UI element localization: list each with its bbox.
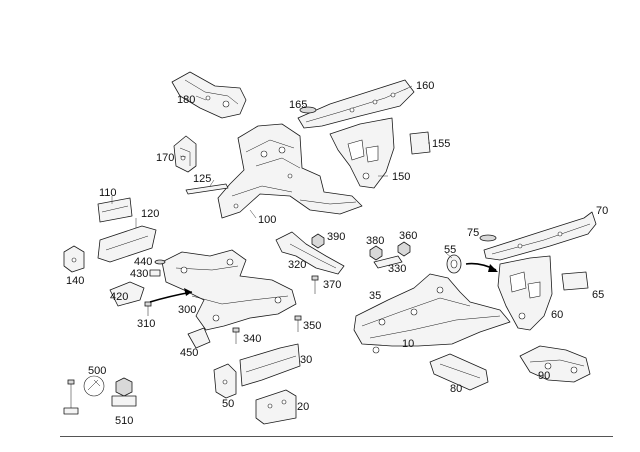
part-90-bracket-assembly [519,345,591,383]
part-330-bracket [373,255,403,269]
part-510-nut [111,377,137,407]
part-60-wheelhouse-panel [497,255,553,331]
part-50-bracket [213,363,237,399]
part-75-washer [479,234,497,242]
callout-110: 110 [99,187,117,199]
callout-80: 80 [450,383,463,395]
part-55-mount [446,254,462,274]
callout-310: 310 [137,318,156,330]
callout-90: 90 [538,370,551,382]
bottom-rule [60,436,613,437]
callout-155: 155 [432,138,451,150]
callout-320: 320 [288,259,307,271]
part-100-front-structure [217,123,363,219]
part-140-bracket [63,245,85,273]
part-180-bracket [171,71,247,119]
callout-20: 20 [297,401,310,413]
callout-10: 10 [402,338,415,350]
leader-lines [111,85,453,259]
callout-140: 140 [66,275,85,287]
callout-500: 500 [88,365,107,377]
part-350-bolt [294,315,302,332]
callout-125: 125 [193,173,212,185]
part-320-crossmember [275,231,345,275]
part-300-subframe [161,249,297,331]
part-340-bolt [232,327,240,344]
part-440-washer [154,259,166,265]
part-310-bolt [144,301,152,316]
callout-120: 120 [141,208,160,220]
callout-35: 35 [369,290,382,302]
callout-330: 330 [388,263,407,275]
part-420-bracket [109,281,145,307]
part-30-panel [239,343,301,387]
part-70-rail [483,211,597,261]
part-150-wheelhouse-panel [329,117,395,189]
part-430-clip [149,269,161,277]
callout-430: 430 [130,268,149,280]
part-360-nut [397,241,411,257]
callout-350: 350 [303,320,322,332]
callout-420: 420 [110,291,129,303]
callout-60: 60 [551,309,564,321]
callout-360: 360 [399,230,418,242]
callout-50: 50 [222,398,235,410]
callout-55: 55 [444,244,457,256]
callout-510: 510 [115,415,134,427]
callout-440: 440 [134,256,153,268]
callout-100: 100 [258,214,277,226]
part-390-nut [311,233,325,249]
callout-30: 30 [300,354,313,366]
part-20-plate [255,389,297,425]
callout-150: 150 [392,171,411,183]
arrow-head-subframe [184,288,192,296]
callout-160: 160 [416,80,435,92]
part-120-panel [97,225,157,263]
part-155-plate [409,131,431,155]
part-125-rod [185,183,229,195]
part-65-plate [561,271,589,291]
part-500-bolt-set [63,375,105,415]
part-165-washer [299,106,317,114]
part-370-bolt [311,275,319,294]
callout-170: 170 [156,152,175,164]
callout-65: 65 [592,289,605,301]
part-10-front-rail [353,273,511,354]
part-160-upper-rail [297,79,415,129]
callout-390: 390 [327,231,346,243]
callout-75: 75 [467,227,480,239]
callout-70: 70 [596,205,609,217]
part-110-panel [97,197,133,223]
callout-180: 180 [177,94,196,106]
callout-165: 165 [289,99,308,111]
callout-300: 300 [178,304,197,316]
part-450-bracket [187,327,211,349]
part-380-nut [369,245,383,261]
arrow-head-wheelhouse [488,264,498,272]
part-80-bracket [429,353,489,391]
callout-380: 380 [366,235,385,247]
part-170-bracket [173,135,197,173]
callout-450: 450 [180,347,199,359]
callout-370: 370 [323,279,342,291]
callout-340: 340 [243,333,262,345]
